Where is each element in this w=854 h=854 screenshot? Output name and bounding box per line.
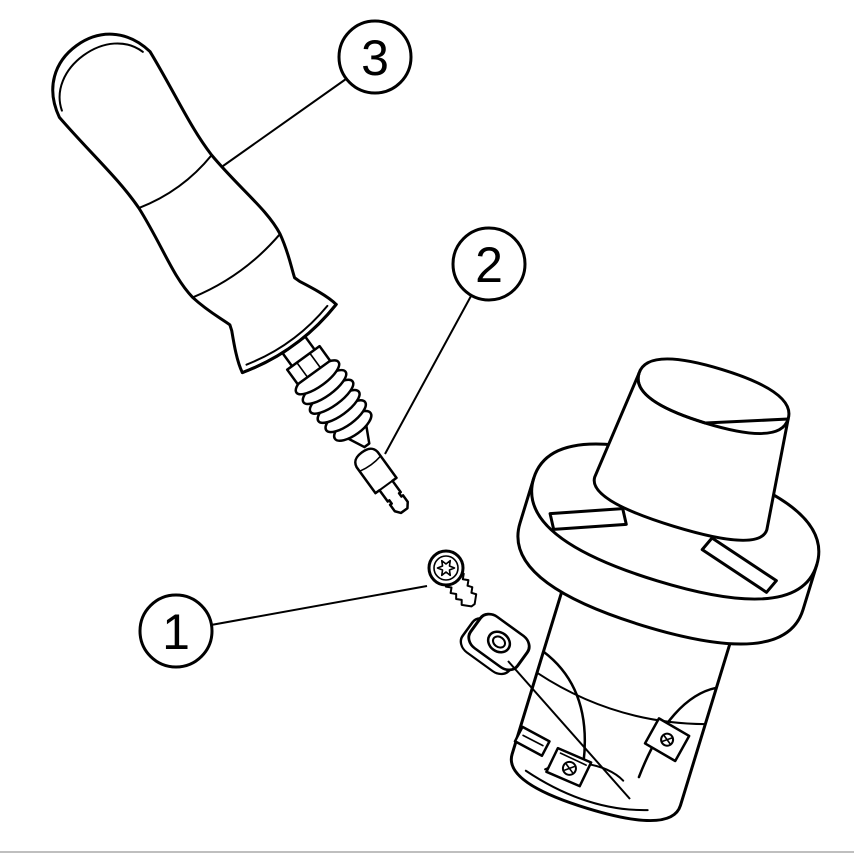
callout-3-circle <box>337 19 413 95</box>
callout-1-circle <box>138 593 214 669</box>
cutter-flute-line <box>637 686 718 779</box>
screw-torx-socket <box>436 559 456 577</box>
callout-2: 2 <box>451 226 527 302</box>
screwdriver-grip-seam-line <box>191 232 282 299</box>
screwdriver-collar-facet-line <box>309 352 322 369</box>
page-edge-line <box>0 851 854 853</box>
flange-drive-slots <box>548 507 778 594</box>
screwdriver-handle-outline <box>51 32 338 375</box>
cutter-assembly <box>509 357 821 823</box>
mounted-insert-edge-line <box>522 734 544 747</box>
insert-hole-outer <box>486 630 512 654</box>
leader-line-2 <box>384 295 472 455</box>
milling-insert <box>459 612 531 676</box>
torque-screwdriver <box>51 32 373 449</box>
callout-1-label: 1 <box>162 604 190 660</box>
drive-slot <box>548 507 628 531</box>
screwdriver-skirt-inner-rim-line <box>245 304 329 366</box>
callout-3: 3 <box>337 19 413 95</box>
cutter-flute-line <box>542 650 587 772</box>
screwdriver-dome-seam-line <box>58 42 144 112</box>
cutter-body-section-line <box>535 671 707 726</box>
screwdriver-collar-facet-line <box>296 361 309 378</box>
leader-lines <box>210 78 631 800</box>
flange-top-face-rim <box>530 476 819 601</box>
arbor-outline <box>592 357 791 542</box>
callout-2-label: 2 <box>475 237 503 293</box>
insert-face <box>467 612 531 672</box>
insert-hole-inner <box>491 635 507 649</box>
bit-collar-line <box>358 455 382 473</box>
mounted-insert-screw-socket <box>661 737 673 743</box>
mounted-insert-front-line <box>559 752 587 766</box>
screwdriver-spring-coil <box>324 399 368 434</box>
mounted-insert-screw-socket <box>563 765 575 771</box>
arbor-cap-front-rim <box>636 371 790 435</box>
insert-screw <box>427 549 478 608</box>
leader-line-1 <box>210 585 428 626</box>
drive-bit <box>354 447 409 515</box>
callout-2-circle <box>451 226 527 302</box>
bit-step-line <box>374 476 398 495</box>
screwdriver-collar <box>285 344 332 386</box>
leader-line-3 <box>222 78 347 167</box>
callout-1: 1 <box>138 593 214 669</box>
cutter-end-face-line <box>524 769 649 812</box>
screwdriver-spring-coil <box>316 388 361 425</box>
cutter-body <box>509 575 737 823</box>
screwdriver-skirt-rim-line <box>240 302 338 375</box>
cutter-arbor <box>592 357 791 542</box>
insert-pocket-leader-line <box>507 660 631 800</box>
screwdriver-spring-coil <box>301 368 348 406</box>
screwdriver-grip-seam-line <box>137 154 213 210</box>
screwdriver-spring-coil <box>332 409 373 442</box>
drive-slot <box>700 536 778 594</box>
screwdriver-spring-coil <box>308 378 355 415</box>
mounted-insert-edge <box>513 725 551 758</box>
callout-3-label: 3 <box>361 30 389 86</box>
screw-head-chamfer <box>433 555 459 581</box>
bit-outline <box>354 447 409 515</box>
